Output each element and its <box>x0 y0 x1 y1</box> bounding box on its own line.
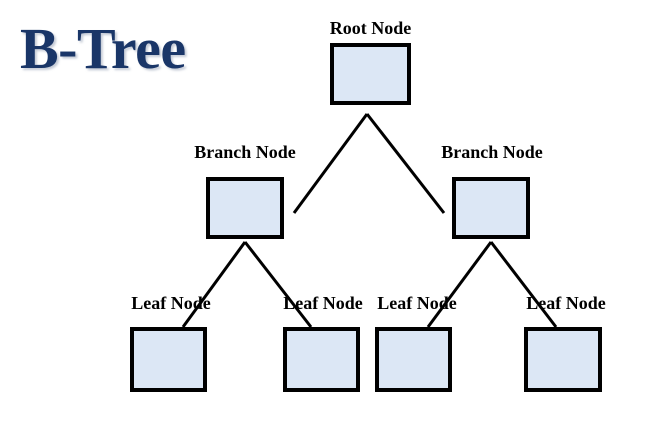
page-title: B-Tree <box>20 16 186 81</box>
node-label-branch-left: Branch Node <box>194 142 296 162</box>
node-box-leaf-1[interactable] <box>130 327 207 392</box>
edge-root-to-branch-right <box>365 113 446 214</box>
node-box-leaf-3[interactable] <box>375 327 452 392</box>
node-label-leaf-1: Leaf Node <box>131 293 211 313</box>
node-box-leaf-4[interactable] <box>524 327 602 392</box>
node-box-branch-right[interactable] <box>452 177 530 239</box>
node-label-root: Root Node <box>329 18 412 38</box>
node-box-branch-left[interactable] <box>206 177 284 239</box>
node-label-branch-right: Branch Node <box>441 142 543 162</box>
edge-branch-right-to-leaf-4 <box>489 241 558 328</box>
node-box-root[interactable] <box>330 43 411 105</box>
node-label-leaf-2: Leaf Node <box>283 293 363 313</box>
edge-root-to-branch-left <box>292 113 369 214</box>
node-label-leaf-3: Leaf Node <box>377 293 457 313</box>
node-box-leaf-2[interactable] <box>283 327 360 392</box>
edge-branch-left-to-leaf-1 <box>181 241 247 328</box>
node-label-leaf-4: Leaf Node <box>526 293 606 313</box>
edge-branch-left-to-leaf-2 <box>243 241 313 328</box>
edge-branch-right-to-leaf-3 <box>426 241 493 328</box>
